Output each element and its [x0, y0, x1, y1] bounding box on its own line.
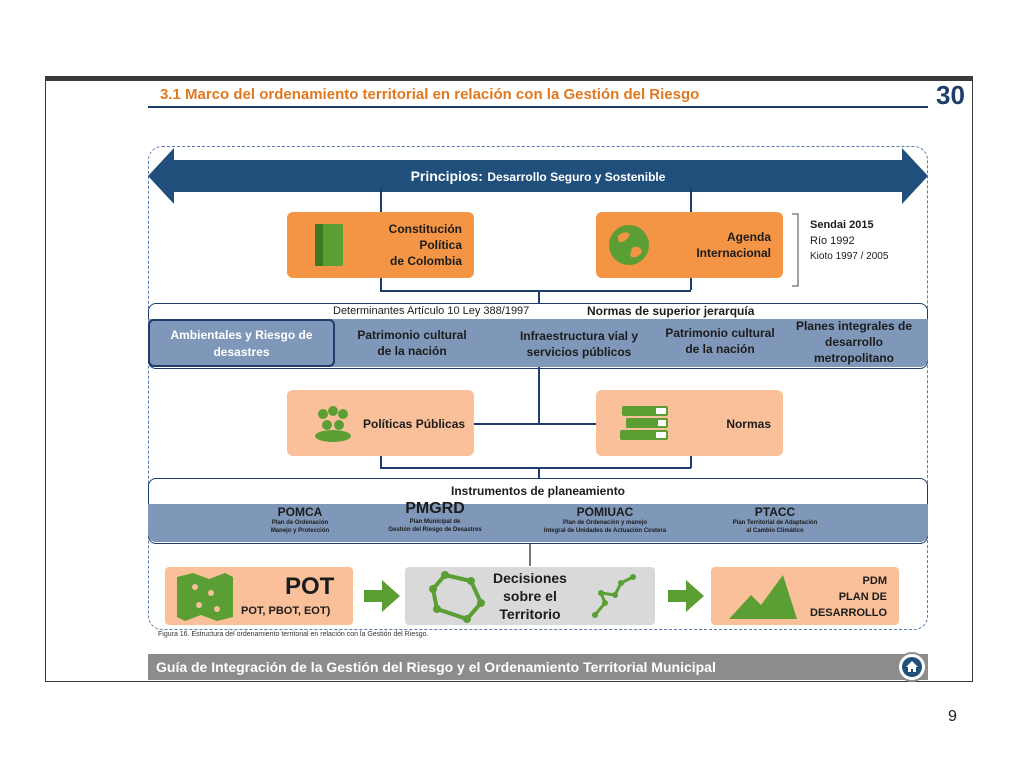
diagram-border: [148, 146, 928, 630]
politicas-box: Políticas Públicas: [287, 390, 474, 456]
instrumento-name: POMIUAC: [576, 505, 634, 519]
principios-text: Principios: Desarrollo Seguro y Sostenib…: [300, 168, 776, 186]
instrumento-desc-1: Plan Territorial de Adaptación: [732, 520, 818, 526]
connector: [380, 188, 382, 212]
connector: [690, 456, 692, 468]
agenda-text: Agenda Internacional: [696, 229, 771, 261]
pdm-text: PDM PLAN DE DESARROLLO: [810, 573, 887, 621]
politicas-label: Políticas Públicas: [363, 417, 466, 431]
decisiones-line-1: Decisiones: [493, 570, 567, 586]
pdm-line-2: PLAN DE: [838, 591, 887, 603]
instrumento-name: POMCA: [277, 505, 323, 519]
instrumento-pmgrd: PMGRD Plan Municipal de Gestión del Ries…: [370, 500, 500, 534]
pot-subtitle: POT, PBOT, EOT): [241, 605, 331, 617]
determinante-planes: Planes integrales de desarrollo metropol…: [795, 319, 913, 365]
slide-number: 9: [948, 708, 957, 725]
arrow-right-icon: [668, 580, 704, 612]
principios-value: Desarrollo Seguro y Sostenible: [487, 170, 666, 184]
instrumento-pomiuac: POMIUAC Plan de Ordenación y manejo Inte…: [530, 505, 680, 535]
constitucion-text: Constitución Política de Colombia: [389, 221, 462, 269]
map-icon: [177, 573, 233, 621]
footer-bar: Guía de Integración de la Gestión del Ri…: [148, 654, 928, 680]
rio-label: Río 1992: [810, 235, 855, 247]
normas-label: Normas: [726, 417, 771, 431]
instrumentos-label: Instrumentos de planeamiento: [450, 484, 626, 498]
determinante-patrimonio-2: Patrimonio cultural de la nación: [665, 326, 775, 356]
instrumento-desc-1: Plan de Ordenación: [271, 520, 329, 526]
connector: [690, 278, 692, 290]
determinante-ambientales: Ambientales y Riesgo de desastres: [148, 319, 335, 367]
instrumentos-bar: [148, 504, 928, 542]
home-button[interactable]: [897, 652, 927, 682]
pot-title: POT: [285, 573, 335, 600]
agenda-line-1: Agenda: [726, 230, 771, 244]
instrumento-pomca: POMCA Plan de Ordenación Manejo y Protec…: [250, 505, 350, 535]
sendai-label: Sendai 2015: [810, 219, 874, 231]
decisiones-box: Decisiones sobre el Territorio: [405, 567, 655, 625]
determinantes-label: Determinantes Artículo 10 Ley 388/1997: [333, 305, 530, 317]
constitucion-line-2: Política: [419, 238, 462, 252]
agenda-box: Agenda Internacional: [596, 212, 783, 278]
determinante-ambientales-label: Ambientales y Riesgo de desastres: [170, 328, 313, 359]
agenda-list: Sendai 2015 Río 1992 Kioto 1997 / 2005: [810, 217, 888, 265]
instrumento-desc-1: Plan de Ordenación y manejo: [562, 520, 648, 526]
instrumento-name: PTACC: [754, 505, 796, 519]
determinante-patrimonio-1: Patrimonio cultural de la nación: [357, 328, 467, 358]
chart-icon: [729, 575, 797, 619]
instrumento-desc-2: Gestión del Riesgo de Desastres: [388, 527, 482, 533]
decisiones-line-2: sobre el: [503, 588, 557, 604]
pdm-line-3: DESARROLLO: [810, 607, 887, 619]
instrumento-ptacc: PTACC Plan Territorial de Adaptación al …: [710, 505, 840, 535]
bracket: [792, 213, 799, 287]
kioto-label: Kioto 1997 / 2005: [810, 251, 889, 262]
connector: [529, 544, 531, 566]
instrumento-desc-2: Manejo y Protección: [270, 528, 330, 534]
instrumento-name: PMGRD: [405, 500, 465, 517]
pot-box: POT POT, PBOT, EOT): [165, 567, 353, 625]
decisiones-line-3: Territorio: [499, 606, 561, 622]
people-icon: [315, 406, 351, 442]
connector: [380, 278, 382, 290]
agenda-line-2: Internacional: [696, 246, 771, 260]
instrumento-desc-2: al Cambio Climático: [746, 528, 804, 534]
network-icon: [429, 571, 485, 623]
principios-arrow: [148, 148, 928, 204]
connector: [538, 290, 540, 304]
path-icon: [592, 574, 636, 618]
normas-superior-label: Normas de superior jerarquía: [587, 304, 755, 318]
connector: [474, 423, 596, 425]
determinante-infraestructura: Infraestructura vial y servicios público…: [519, 329, 639, 359]
decisiones-text: Decisiones sobre el Territorio: [485, 569, 575, 623]
home-icon: [902, 657, 922, 677]
books-icon: [620, 406, 668, 440]
globe-icon: [609, 225, 649, 265]
instrumento-desc-1: Plan Municipal de: [409, 519, 461, 525]
connector: [380, 467, 691, 469]
figure-caption: Figura 16. Estructura del ordenamiento t…: [158, 631, 429, 638]
book-icon: [315, 224, 343, 266]
connector: [690, 188, 692, 212]
principios-label: Principios:: [410, 168, 483, 184]
connector: [538, 367, 540, 423]
connector: [538, 467, 540, 479]
title-underline: [148, 106, 928, 108]
constitucion-line-3: de Colombia: [389, 254, 462, 268]
arrow-right-icon: [364, 580, 400, 612]
constitucion-line-1: Constitución: [388, 222, 462, 236]
page-number-top: 30: [936, 80, 965, 110]
pdm-box: PDM PLAN DE DESARROLLO: [711, 567, 899, 625]
instrumento-desc-2: Integral de Unidades de Actuación Coster…: [543, 528, 667, 534]
section-title: 3.1 Marco del ordenamiento territorial e…: [160, 86, 700, 103]
connector: [380, 456, 382, 468]
normas-box: Normas: [596, 390, 783, 456]
constitucion-box: Constitución Política de Colombia: [287, 212, 474, 278]
pdm-line-1: PDM: [862, 575, 887, 587]
footer-text: Guía de Integración de la Gestión del Ri…: [156, 659, 716, 675]
connector: [380, 290, 691, 292]
